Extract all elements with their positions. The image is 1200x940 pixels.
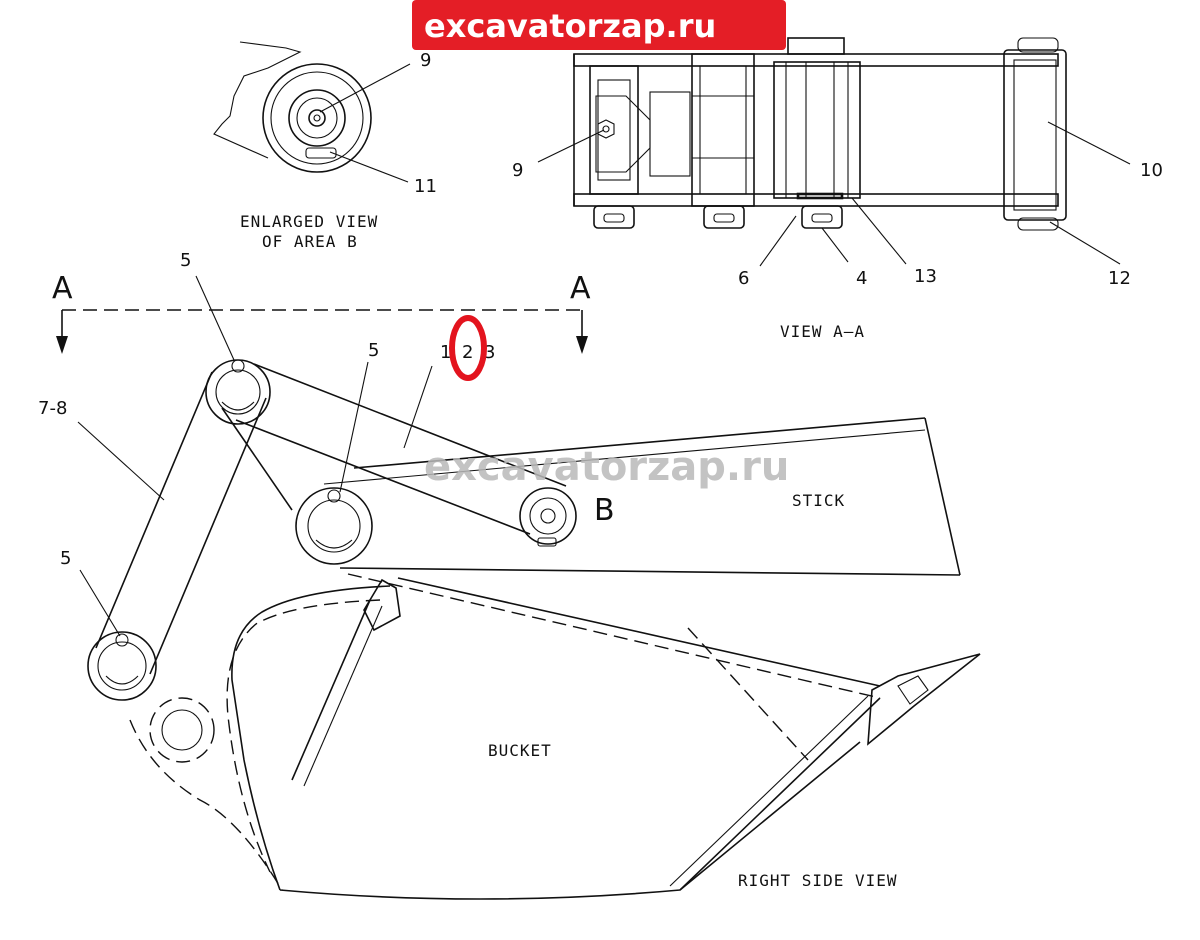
callout-10: 10 xyxy=(1140,160,1163,181)
stick-label: STICK xyxy=(792,491,845,510)
callout-5-low: 5 xyxy=(60,548,71,569)
pin-area-b xyxy=(519,487,577,547)
view-aa-caption: VIEW A–A xyxy=(780,322,865,341)
section-line-aa: A A xyxy=(52,271,591,354)
callout-5-middle: 5 xyxy=(368,340,379,361)
right-side-view-caption: RIGHT SIDE VIEW xyxy=(738,871,898,890)
pin-middle xyxy=(295,487,373,565)
watermark-top-text: excavatorzap.ru xyxy=(424,7,716,45)
area-b-label: B xyxy=(594,493,615,528)
callout-12: 12 xyxy=(1108,268,1131,289)
link-7-8 xyxy=(95,371,293,675)
link-1-2-3 xyxy=(235,363,567,535)
right-side-view: 5 5 5 7-8 1 2 3 B STICK BUCKET RIGHT SID… xyxy=(38,250,981,900)
stick xyxy=(323,417,961,576)
section-mark-left: A xyxy=(52,271,73,306)
watermark-badge: excavatorzap.ru xyxy=(412,0,786,50)
callout-9-view-aa: 9 xyxy=(512,160,523,181)
callout-11: 11 xyxy=(414,176,437,197)
bucket-label: BUCKET xyxy=(488,741,552,760)
callout-5-top: 5 xyxy=(180,250,191,271)
callout-2-highlight xyxy=(449,315,487,381)
pin-top xyxy=(205,359,271,425)
section-mark-right: A xyxy=(570,271,591,306)
callout-7-8: 7-8 xyxy=(38,398,67,419)
callout-9-enlarged: 9 xyxy=(420,50,431,71)
pin-low xyxy=(87,631,157,701)
bucket xyxy=(129,573,981,900)
enlarged-view-b: 9 11 ENLARGED VIEW OF AREA B xyxy=(213,41,437,251)
watermark-center-text: excavatorzap.ru xyxy=(424,444,789,490)
enlarged-view-caption-1: ENLARGED VIEW xyxy=(240,212,378,231)
callout-6: 6 xyxy=(738,268,749,289)
callout-2: 2 xyxy=(462,342,473,363)
callout-1: 1 xyxy=(440,342,451,363)
pin-dashed xyxy=(149,697,215,763)
view-aa: 9 10 6 4 13 12 VIEW A–A xyxy=(512,37,1163,341)
callout-13: 13 xyxy=(914,266,937,287)
callout-3: 3 xyxy=(484,342,495,363)
callout-4: 4 xyxy=(856,268,867,289)
enlarged-view-caption-2: OF AREA B xyxy=(262,232,358,251)
